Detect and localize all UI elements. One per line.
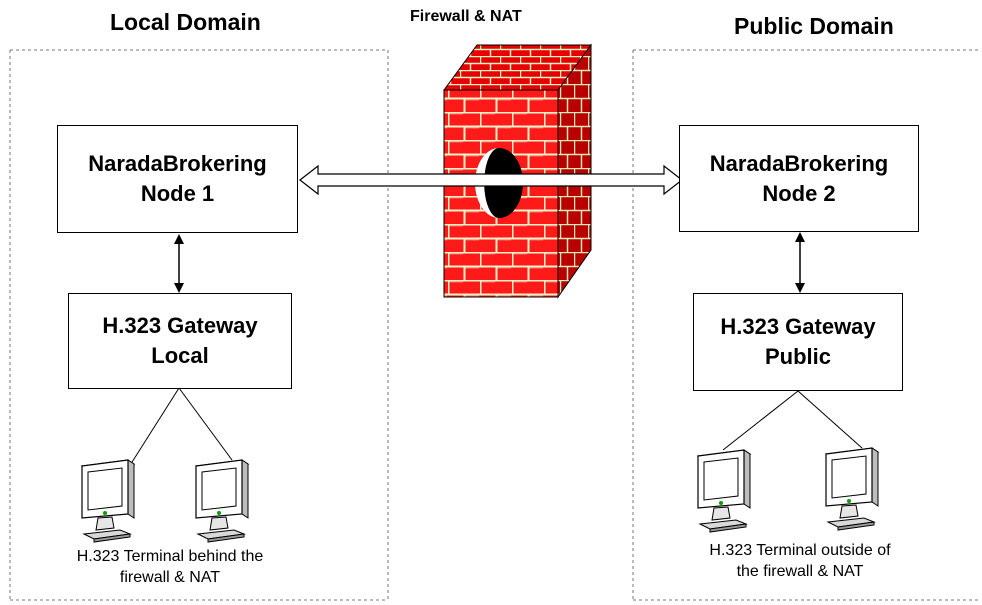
local-domain-title: Local Domain	[110, 9, 261, 35]
narada-node-1-name: NaradaBrokering	[88, 151, 267, 176]
gateway-public-name: H.323 Gateway	[720, 314, 876, 339]
narada-node-2-label: Node 2	[762, 180, 836, 206]
terminal-icon	[80, 459, 136, 543]
public-terminals-caption-line1: H.323 Terminal outside of	[709, 542, 891, 559]
narada-node-2-box: NaradaBrokering Node 2	[679, 125, 919, 232]
public-domain-title: Public Domain	[734, 13, 894, 39]
local-node-gateway-arrow	[174, 234, 184, 293]
public-node-gateway-arrow	[795, 232, 805, 293]
narada-node-1-label: Node 1	[140, 181, 215, 206]
firewall-title: Firewall & NAT	[410, 8, 522, 25]
local-terminals-caption-line1: H.323 Terminal behind the	[76, 548, 264, 565]
narada-node-1-box: NaradaBrokering Node 1	[57, 125, 298, 233]
public-terminals-caption-line2: the firewall & NAT	[736, 563, 864, 580]
narada-node-2-name: NaradaBrokering	[709, 150, 889, 176]
firewall-hole-icon	[475, 148, 499, 218]
gateway-public-label: Public	[764, 344, 831, 369]
gateway-local-box: H.323 Gateway Local	[68, 293, 292, 389]
gateway-local-name: H.323 Gateway	[102, 313, 258, 338]
terminal-icon	[696, 449, 752, 533]
local-terminals-caption-line2: firewall & NAT	[119, 569, 221, 586]
local-domain-border	[9, 49, 389, 601]
local-terminal-links	[126, 387, 233, 471]
terminal-icon	[824, 447, 880, 531]
public-domain-border	[632, 49, 980, 601]
gateway-local-label: Local	[151, 343, 209, 368]
firewall-wall-icon	[443, 43, 592, 299]
gateway-public-box: H.323 Gateway Public	[693, 293, 903, 391]
public-terminal-links	[722, 390, 863, 451]
terminal-icon	[194, 459, 250, 543]
local-terminals-caption: H.323 Terminal behind the firewall & NAT	[20, 546, 320, 588]
public-terminals-caption: H.323 Terminal outside of the firewall &…	[650, 540, 950, 582]
